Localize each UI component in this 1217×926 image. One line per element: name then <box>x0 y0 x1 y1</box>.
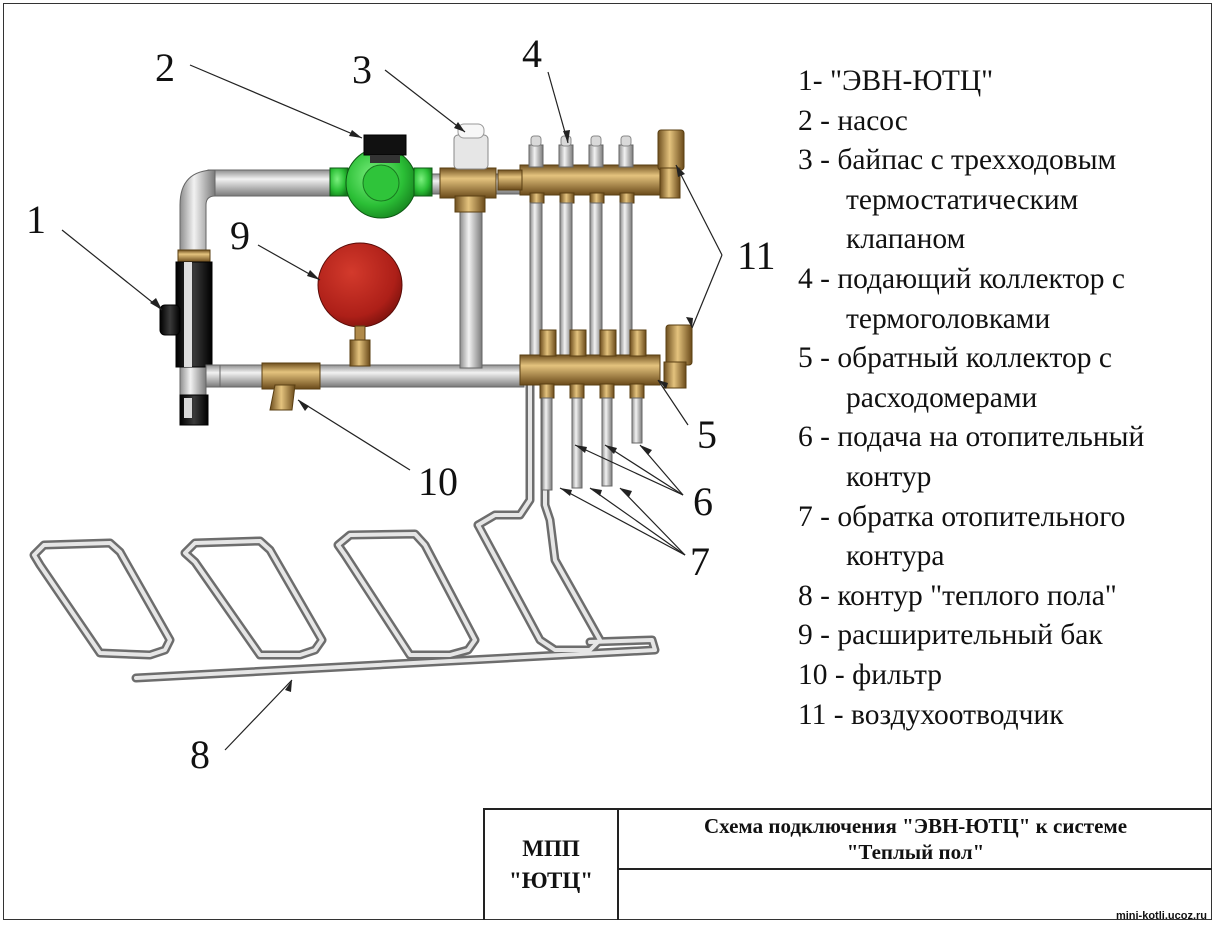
return-manifold <box>519 329 661 491</box>
callout-9: 9 <box>230 213 250 258</box>
leader-lines <box>61 64 723 751</box>
legend-item: 1- "ЭВН-ЮТЦ" <box>798 65 994 97</box>
callout-8: 8 <box>190 732 210 777</box>
drawing-frame <box>3 3 1212 920</box>
legend-item: 9 - расширительный бак <box>798 619 1103 652</box>
callout-4: 4 <box>522 31 542 76</box>
legend-item: 11 - воздухоотводчик <box>798 698 1064 731</box>
callout-3: 3 <box>352 47 372 92</box>
watermark: mini-kotli.ucoz.ru <box>1115 910 1207 922</box>
callout-1: 1 <box>26 197 46 242</box>
legend-item: 2 - насос <box>798 104 908 137</box>
legend-item-continuation: контура <box>846 540 945 573</box>
expansion-tank <box>317 242 403 367</box>
callout-10: 10 <box>418 459 458 504</box>
callout-2: 2 <box>155 45 175 90</box>
supply-manifold <box>497 135 661 204</box>
air-vents <box>657 129 693 389</box>
leader-arrowheads <box>150 122 693 692</box>
electric-boiler-evn <box>159 249 221 426</box>
strainer-filter <box>261 362 321 411</box>
drawing-title-cell: Схема подключения "ЭВН-ЮТЦ" к системе "Т… <box>619 810 1212 870</box>
legend-item: 7 - обратка отопительного <box>798 500 1126 533</box>
callout-5: 5 <box>697 412 717 457</box>
legend-item-continuation: термоголовками <box>846 302 1051 335</box>
legend-item: 3 - байпас с трехходовым <box>798 144 1117 177</box>
legend: 1- "ЭВН-ЮТЦ" 2 - насос 3 - байпас с трех… <box>798 62 1213 735</box>
legend-item: 5 - обратный коллектор с <box>798 342 1112 375</box>
underfloor-loop <box>29 375 660 683</box>
organization-cell: МПП "ЮТЦ" <box>485 810 619 920</box>
callout-7: 7 <box>690 539 710 584</box>
legend-item-continuation: контур <box>846 460 932 493</box>
organization-line-1: МПП <box>522 836 580 861</box>
drawing-title-line-1: Схема подключения "ЭВН-ЮТЦ" к системе <box>703 814 1128 838</box>
organization-line-2: "ЮТЦ" <box>508 868 594 893</box>
legend-item-continuation: термостатическим <box>846 183 1079 216</box>
legend-item: 10 - фильтр <box>798 658 943 691</box>
legend-item: 4 - подающий коллектор с <box>798 262 1125 295</box>
callout-11: 11 <box>737 233 776 278</box>
callout-6: 6 <box>693 479 713 524</box>
bypass-3way-valve <box>439 123 497 213</box>
legend-item: 6 - подача на отопительный <box>798 421 1145 454</box>
title-block: МПП "ЮТЦ" Схема подключения "ЭВН-ЮТЦ" к … <box>483 808 1212 920</box>
legend-item-continuation: расходомерами <box>846 381 1038 414</box>
legend-item-continuation: клапаном <box>846 223 966 256</box>
circulation-pump <box>329 134 433 219</box>
legend-item: 8 - контур "теплого пола" <box>798 579 1117 612</box>
drawing-title-line-2: "Теплый пол" <box>846 840 985 864</box>
